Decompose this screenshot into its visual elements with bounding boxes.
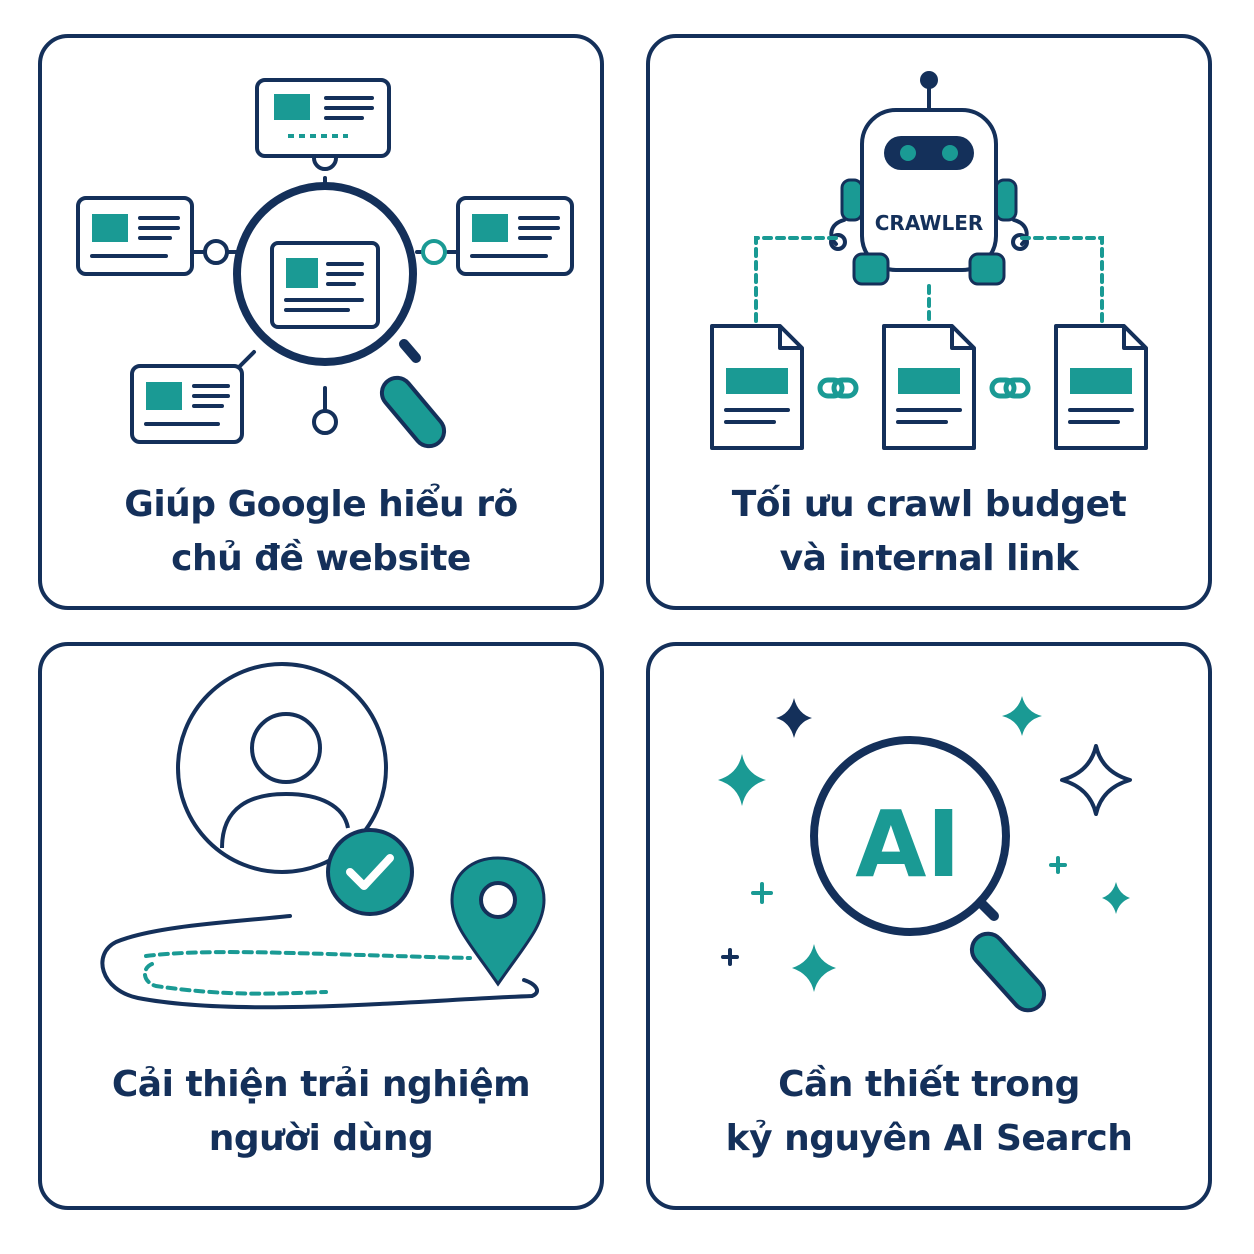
card-caption: Cần thiết trong kỷ nguyên AI Search: [725, 1064, 1133, 1159]
ai-search-icon: AI: [718, 696, 1132, 1013]
card-caption: Giúp Google hiểu rõ chủ đề website: [124, 484, 518, 579]
card-ai-search: AI Cần thiết trong kỷ nguyên AI Search: [646, 642, 1212, 1210]
card-caption: Tối ưu crawl budget và internal link: [731, 484, 1127, 579]
magnifier-topic-network-icon: [76, 78, 574, 449]
card-crawl-budget: CRAWLER: [646, 34, 1212, 610]
crawler-robot-icon: CRAWLER: [710, 71, 1148, 450]
user-journey-icon: [100, 662, 546, 1010]
robot-label: CRAWLER: [875, 211, 984, 235]
ai-label: AI: [855, 791, 960, 898]
card-caption: Cải thiện trải nghiệm người dùng: [111, 1064, 531, 1159]
card-user-experience: Cải thiện trải nghiệm người dùng: [38, 642, 604, 1210]
card-topic-understanding: Giúp Google hiểu rõ chủ đề website: [38, 34, 604, 610]
